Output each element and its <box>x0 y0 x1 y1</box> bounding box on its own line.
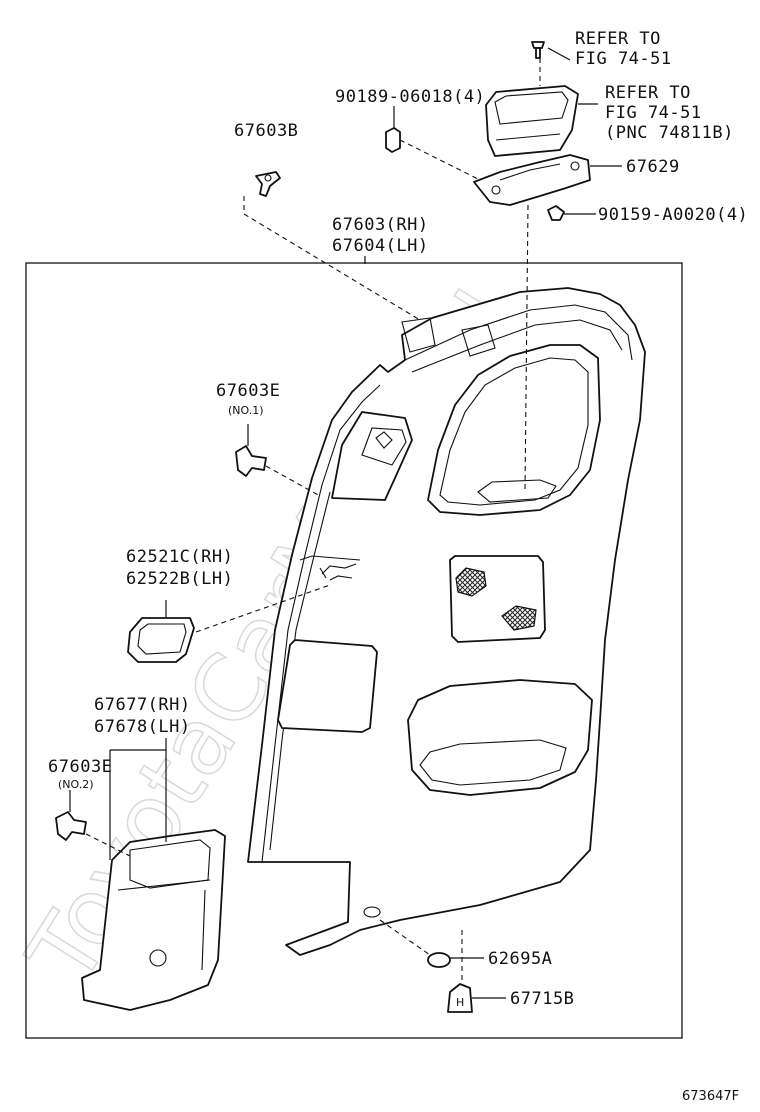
label-67604-lh: 67604(LH) <box>332 236 429 256</box>
ornament-62521c[interactable] <box>127 617 195 663</box>
label-refer-top-1: REFER TO <box>575 29 661 49</box>
screw-90159[interactable] <box>547 205 565 221</box>
label-62521c: 62521C(RH) <box>126 547 233 567</box>
label-refer-mid-3: (PNC 74811B) <box>605 123 734 143</box>
svg-text:H: H <box>456 996 464 1009</box>
back-door-trim-panel[interactable] <box>247 287 646 956</box>
label-67603-rh: 67603(RH) <box>332 215 429 235</box>
label-90189: 90189-06018(4) <box>335 87 485 107</box>
label-67677: 67677(RH) <box>94 695 191 715</box>
label-refer-mid-2: FIG 74-51 <box>605 103 702 123</box>
label-67629: 67629 <box>626 157 680 177</box>
cover-67715b[interactable]: H <box>447 983 473 1013</box>
clip-67603e-no2[interactable] <box>55 811 87 841</box>
label-67603b: 67603B <box>234 121 298 141</box>
label-67603e-no1: 67603E <box>216 381 280 401</box>
label-67603e-no1-sub: (NO.1) <box>228 404 264 417</box>
label-67678: 67678(LH) <box>94 717 191 737</box>
label-refer-mid-1: REFER TO <box>605 83 691 103</box>
top-screw[interactable] <box>531 41 545 59</box>
label-refer-top-2: FIG 74-51 <box>575 49 672 69</box>
lower-trim-67677[interactable] <box>81 829 226 1011</box>
clip-67603e-no1[interactable] <box>235 445 267 477</box>
pull-handle-bezel[interactable] <box>485 85 579 157</box>
label-67603e-no2: 67603E <box>48 757 112 777</box>
label-90159: 90159-A0020(4) <box>598 205 748 225</box>
bracket-67629[interactable] <box>473 154 591 206</box>
clip-67603b[interactable] <box>255 171 281 197</box>
plug-62695a[interactable] <box>427 952 451 968</box>
part-labels: REFER TO FIG 74-51 REFER TO FIG 74-51 (P… <box>48 29 748 1104</box>
assembly-frame <box>25 262 683 1039</box>
label-62522b: 62522B(LH) <box>126 569 233 589</box>
label-67715b: 67715B <box>510 989 574 1009</box>
leader-lines <box>69 47 622 999</box>
label-62695a: 62695A <box>488 949 552 969</box>
figure-code: 673647F <box>682 1089 739 1104</box>
clip-nut-90189[interactable] <box>385 127 401 153</box>
label-67603e-no2-sub: (NO.2) <box>58 778 94 791</box>
